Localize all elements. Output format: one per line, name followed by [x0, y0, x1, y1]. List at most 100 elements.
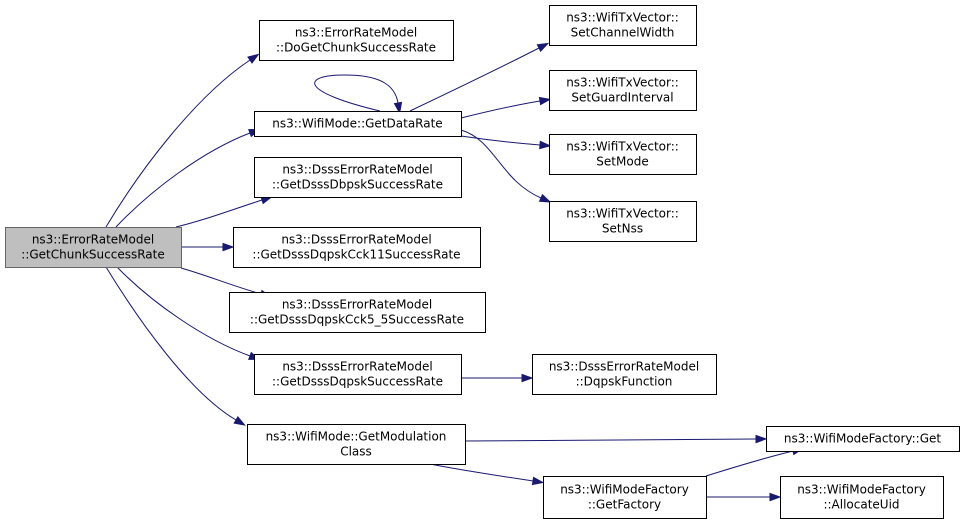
- nodes-layer: ns3::ErrorRateModel::GetChunkSuccessRate…: [5, 5, 960, 519]
- edge-arrowhead: [393, 101, 403, 115]
- edge-line: [105, 59, 251, 228]
- node-box[interactable]: [532, 354, 717, 395]
- node-label: ns3::DsssErrorRateModel: [282, 163, 432, 177]
- node-label: SetChannelWidth: [571, 26, 675, 40]
- node-box[interactable]: [549, 134, 697, 175]
- node-box: [5, 227, 182, 268]
- edge-line: [409, 47, 540, 112]
- node-label: ns3::ErrorRateModel: [32, 233, 154, 247]
- node-label: Class: [340, 445, 372, 459]
- edge-line: [705, 450, 794, 477]
- edge-get-data-rate-to-set-guard-interval: [460, 96, 552, 119]
- edge-line: [429, 463, 534, 482]
- node-box[interactable]: [229, 292, 486, 333]
- edge-line: [115, 132, 251, 228]
- node-label: ns3::WifiTxVector::: [566, 11, 679, 25]
- node-label: ::GetChunkSuccessRate: [21, 248, 164, 262]
- node-label: SetGuardInterval: [571, 91, 673, 105]
- edge-root-to-get-modulation: [105, 266, 246, 426]
- edge-arrowhead: [531, 476, 545, 486]
- edge-dqpsk-to-dqpsk-function: [461, 373, 534, 383]
- edge-line: [175, 199, 263, 228]
- node-get-factory[interactable]: ns3::WifiModeFactory::GetFactory: [543, 476, 707, 519]
- node-box[interactable]: [233, 227, 481, 268]
- edge-arrowhead: [538, 96, 552, 106]
- edge-get-data-rate-to-get-data-rate: [314, 74, 403, 115]
- node-factory-get[interactable]: ns3::WifiModeFactory::Get: [766, 426, 960, 452]
- edge-arrowhead: [222, 242, 235, 252]
- node-label: ns3::WifiTxVector::: [566, 140, 679, 154]
- edge-get-modulation-to-get-factory: [429, 463, 545, 486]
- node-box[interactable]: [259, 20, 454, 61]
- node-box[interactable]: [780, 476, 944, 519]
- node-label: ns3::WifiModeFactory::Get: [784, 432, 941, 446]
- node-label: ::DoGetChunkSuccessRate: [276, 41, 436, 55]
- node-label: ns3::WifiTxVector::: [566, 76, 679, 90]
- node-box[interactable]: [254, 111, 462, 137]
- node-root: ns3::ErrorRateModel::GetChunkSuccessRate: [5, 227, 182, 268]
- node-label: ns3::WifiMode::GetModulation: [266, 430, 447, 444]
- node-set-channel-width[interactable]: ns3::WifiTxVector::SetChannelWidth: [549, 5, 697, 46]
- node-allocate-uid[interactable]: ns3::WifiModeFactory::AllocateUid: [780, 476, 944, 519]
- node-label: ns3::DsssErrorRateModel: [549, 360, 699, 374]
- node-label: ::GetDsssDqpskCck11SuccessRate: [252, 248, 460, 262]
- edge-line: [464, 438, 757, 442]
- node-label: ns3::DsssErrorRateModel: [282, 298, 432, 312]
- edge-root-to-dbpsk: [175, 196, 273, 228]
- node-label: ns3::WifiModeFactory: [797, 483, 926, 497]
- node-label: ns3::DsssErrorRateModel: [282, 360, 432, 374]
- edge-line: [105, 266, 237, 421]
- node-dbpsk[interactable]: ns3::DsssErrorRateModel::GetDsssDbpskSuc…: [254, 157, 462, 198]
- node-cck55[interactable]: ns3::DsssErrorRateModel::GetDsssDqpskCck…: [229, 292, 486, 333]
- edge-arrowhead: [247, 53, 260, 64]
- node-label: ::DqpskFunction: [576, 375, 673, 389]
- node-cck11[interactable]: ns3::DsssErrorRateModel::GetDsssDqpskCck…: [233, 227, 481, 268]
- node-do-get-chunk[interactable]: ns3::ErrorRateModel::DoGetChunkSuccessRa…: [259, 20, 454, 61]
- edge-line: [314, 74, 399, 112]
- node-dqpsk[interactable]: ns3::DsssErrorRateModel::GetDsssDqpskSuc…: [254, 354, 462, 395]
- node-set-mode[interactable]: ns3::WifiTxVector::SetMode: [549, 134, 697, 175]
- node-label: ::GetDsssDqpskCck5_5SuccessRate: [250, 313, 464, 327]
- node-label: ::GetDsssDbpskSuccessRate: [272, 178, 443, 192]
- node-box[interactable]: [254, 354, 462, 395]
- node-box[interactable]: [549, 201, 697, 242]
- node-set-nss[interactable]: ns3::WifiTxVector::SetNss: [549, 201, 697, 242]
- node-label: ns3::WifiModeFactory: [560, 483, 689, 497]
- edge-get-factory-to-allocate-uid: [706, 492, 782, 502]
- node-label: ns3::WifiTxVector::: [566, 207, 679, 221]
- node-box[interactable]: [543, 476, 707, 519]
- node-label: SetMode: [596, 155, 648, 169]
- edge-line: [460, 129, 542, 199]
- edge-arrowhead: [521, 373, 534, 383]
- node-box[interactable]: [766, 426, 960, 452]
- node-label: ns3::WifiMode::GetDataRate: [272, 117, 442, 131]
- edge-arrowhead: [538, 193, 552, 203]
- node-dqpsk-function[interactable]: ns3::DsssErrorRateModel::DqpskFunction: [532, 354, 717, 395]
- edge-line: [180, 267, 262, 295]
- node-set-guard-interval[interactable]: ns3::WifiTxVector::SetGuardInterval: [549, 70, 697, 111]
- edge-arrowhead: [755, 434, 768, 444]
- node-label: ns3::DsssErrorRateModel: [281, 233, 431, 247]
- edge-get-data-rate-to-set-nss: [460, 129, 552, 203]
- edge-line: [460, 100, 541, 119]
- edge-arrowhead: [536, 42, 550, 53]
- node-label: ::GetFactory: [588, 498, 661, 512]
- edge-get-data-rate-to-set-mode: [460, 135, 552, 150]
- node-label: ::AllocateUid: [823, 498, 899, 512]
- edge-line: [460, 135, 541, 146]
- edge-get-modulation-to-factory-get: [464, 434, 768, 444]
- node-label: SetNss: [602, 222, 643, 236]
- node-get-data-rate[interactable]: ns3::WifiMode::GetDataRate: [254, 111, 462, 137]
- edge-root-to-do-get-chunk: [105, 53, 260, 228]
- edge-root-to-cck11: [181, 242, 235, 252]
- edge-arrowhead: [233, 416, 246, 426]
- node-box[interactable]: [254, 157, 462, 198]
- node-box[interactable]: [549, 5, 697, 46]
- edge-arrowhead: [769, 492, 782, 502]
- edge-get-data-rate-to-set-channel-width: [409, 42, 550, 112]
- node-box[interactable]: [247, 424, 466, 465]
- node-box[interactable]: [549, 70, 697, 111]
- edge-line: [116, 266, 251, 357]
